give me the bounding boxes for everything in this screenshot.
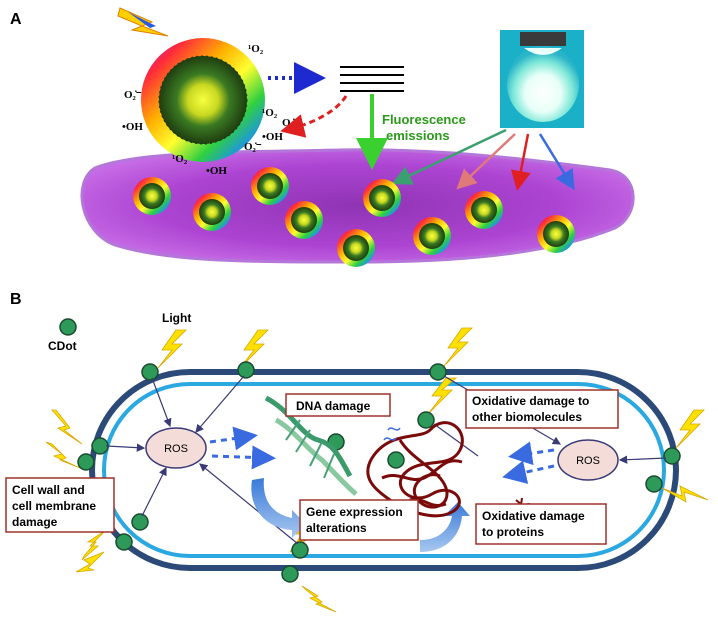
gene-expression-line1: Gene expression [306, 505, 403, 519]
carbon-dot-small [285, 201, 323, 239]
carbon-dot-small [193, 193, 231, 231]
oxidative-proteins-line2: to proteins [482, 525, 544, 539]
carbon-dot-small [251, 167, 289, 205]
cdot-legend-label: CDot [48, 339, 77, 353]
lightning-bolt-blue-icon [128, 12, 156, 28]
gene-expression-line2: alterations [306, 521, 367, 535]
lightning-bolt-icon [157, 329, 187, 369]
superoxide-label-2: O₂̇⁻ [244, 141, 262, 153]
cdot [115, 533, 133, 551]
cdot [77, 453, 95, 471]
carbon-dot-small [133, 177, 171, 215]
protein-arrow [420, 502, 470, 552]
oxidative-proteins-box: Oxidative damage to proteins [475, 503, 607, 545]
carbon-dot-small [413, 217, 451, 255]
hydroxyl-label-3: •OH [206, 165, 227, 177]
cdot [429, 363, 447, 381]
oxidative-proteins-line1: Oxidative damage [482, 509, 585, 523]
cell-wall-outer [89, 369, 679, 571]
cdot [131, 513, 149, 531]
cdot-legend-icon [59, 318, 77, 336]
cell-wall-line1: Cell wall and [12, 483, 85, 497]
oxidative-biomolecules-line2: other biomolecules [472, 410, 582, 424]
lightning-bolt-icon [75, 551, 105, 573]
ros-left-label: ROS [164, 443, 188, 455]
lightning-bolt-icon [51, 409, 83, 445]
energy-levels [340, 66, 404, 92]
superoxide-label-3: O₂̇⁻ [282, 117, 300, 129]
cell-wall-line2: cell membrane [12, 499, 96, 513]
singlet-oxygen-label-2: ¹O₂ [262, 107, 278, 119]
light-ray-blue [538, 133, 575, 191]
cdot [281, 565, 299, 583]
carbon-dot-small [537, 215, 575, 253]
singlet-oxygen-label: ¹O₂ [248, 43, 264, 55]
cdot [237, 361, 255, 379]
ros-effect-arrows [209, 426, 555, 484]
cdot [91, 437, 109, 455]
hydroxyl-label-2: •OH [262, 131, 283, 143]
cdot [645, 475, 663, 493]
light-ray-green [391, 128, 507, 185]
ros-right-bubble [557, 439, 619, 481]
lightning-bolt-icon [239, 329, 269, 369]
bacterium-body [80, 148, 635, 264]
carbon-dot-small [465, 191, 503, 229]
carbon-dots-on-bacterium [133, 167, 575, 267]
light-legend-label: Light [162, 311, 191, 325]
fluorescence-label-line2: emissions [386, 128, 450, 143]
lightning-bolt-icon [427, 377, 458, 415]
carbon-dot-large [141, 38, 265, 162]
carbon-dot-small [337, 229, 375, 267]
oxidative-biomolecules-line1: Oxidative damage to [472, 394, 589, 408]
light-ray-red [511, 133, 531, 191]
cell-membrane-inner [102, 382, 666, 558]
cdot [141, 363, 159, 381]
cell-wall-line3: damage [12, 515, 58, 529]
dna-damage-box: DNA damage [285, 393, 391, 417]
lightning-bolt-icon [675, 409, 705, 449]
panel-a-label: A [10, 11, 22, 28]
lightning-bolt-icon [301, 585, 337, 613]
ros-generation-arrow [280, 95, 348, 138]
superoxide-label: O₂̇⁻ [124, 89, 142, 101]
lightning-bolt-icon [443, 327, 473, 367]
lightning-bolt-icon [661, 485, 709, 503]
dna-damage-label: DNA damage [296, 399, 371, 413]
fluorescence-label-line1: Fluorescence [382, 112, 466, 127]
gene-expression-box: Gene expression alterations [299, 499, 419, 541]
dna-helix [264, 395, 358, 496]
light-bulb-icon [500, 30, 584, 128]
lightning-bolt-icon [45, 441, 81, 469]
lightning-bolt-icon [81, 529, 107, 561]
cdot [663, 447, 681, 465]
ros-right-label: ROS [576, 455, 600, 467]
cdot [417, 411, 435, 429]
cdot [291, 541, 309, 559]
panel-b-label: B [10, 291, 22, 308]
cell-wall-damage-box: Cell wall and cell membrane damage [5, 477, 115, 533]
hydroxyl-label: •OH [122, 121, 143, 133]
singlet-oxygen-label-3: ¹O₂ [172, 153, 188, 165]
ros-left-bubble [145, 427, 207, 469]
light-ray-pink [456, 133, 516, 190]
carbon-dot-small [363, 179, 401, 217]
small-squiggles [383, 427, 401, 441]
oxidative-biomolecules-box: Oxidative damage to other biomolecules [465, 389, 619, 429]
cdot [387, 451, 405, 469]
gene-expression-arrow [251, 478, 306, 538]
